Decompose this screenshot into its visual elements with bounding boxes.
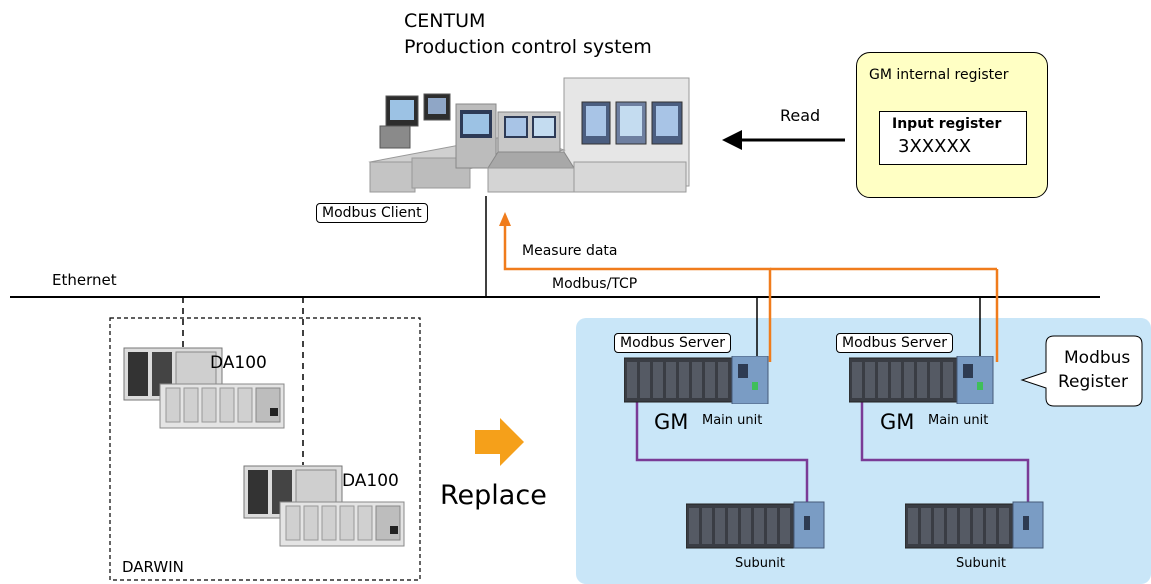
gm-internal-register-box: GM internal register Input register 3XXX…	[856, 52, 1048, 198]
input-register-value: 3XXXXX	[898, 136, 972, 157]
gm-main-unit-right-image	[849, 356, 995, 404]
da100-unit-2-image	[240, 462, 410, 552]
replace-label: Replace	[440, 480, 547, 511]
modbus-client-label: Modbus Client	[316, 203, 428, 223]
modbus-server-label-left: Modbus Server	[614, 333, 731, 353]
da100-unit-1-image	[120, 344, 290, 434]
replace-arrow	[475, 418, 524, 466]
darwin-label: DARWIN	[122, 558, 184, 576]
measure-data-arrowhead	[499, 212, 511, 226]
read-label: Read	[780, 106, 821, 125]
modbus-tcp-label: Modbus/TCP	[552, 276, 638, 292]
subunit-label-right: Subunit	[956, 556, 1006, 571]
gm-label-right: GM	[880, 410, 915, 434]
subunit-label-left: Subunit	[735, 556, 785, 571]
gm-main-unit-left-image	[624, 356, 770, 404]
darwin-group-box	[109, 317, 421, 581]
main-unit-label-left: Main unit	[702, 413, 763, 428]
callout-line1: Modbus	[1064, 348, 1131, 368]
measure-data-label: Measure data	[522, 243, 618, 259]
read-arrowhead	[722, 130, 742, 150]
centum-title: CENTUM	[404, 10, 486, 32]
subunit-link-right	[860, 398, 1030, 520]
callout-line2: Register	[1058, 372, 1128, 392]
centum-console-image	[368, 74, 704, 198]
da100-label-1: DA100	[210, 353, 267, 373]
input-register-box: Input register 3XXXXX	[879, 111, 1027, 165]
gm-label-left: GM	[654, 410, 689, 434]
modbus-server-label-right: Modbus Server	[836, 333, 953, 353]
register-box-title: GM internal register	[869, 67, 1009, 83]
main-unit-label-right: Main unit	[928, 413, 989, 428]
input-register-title: Input register	[892, 116, 1002, 132]
da100-label-2: DA100	[342, 471, 399, 491]
centum-subtitle: Production control system	[404, 36, 652, 58]
ethernet-label: Ethernet	[52, 271, 117, 289]
subunit-left-image	[686, 500, 826, 550]
subunit-right-image	[905, 500, 1045, 550]
measure-data-line	[503, 222, 772, 362]
subunit-link-left	[635, 398, 809, 520]
